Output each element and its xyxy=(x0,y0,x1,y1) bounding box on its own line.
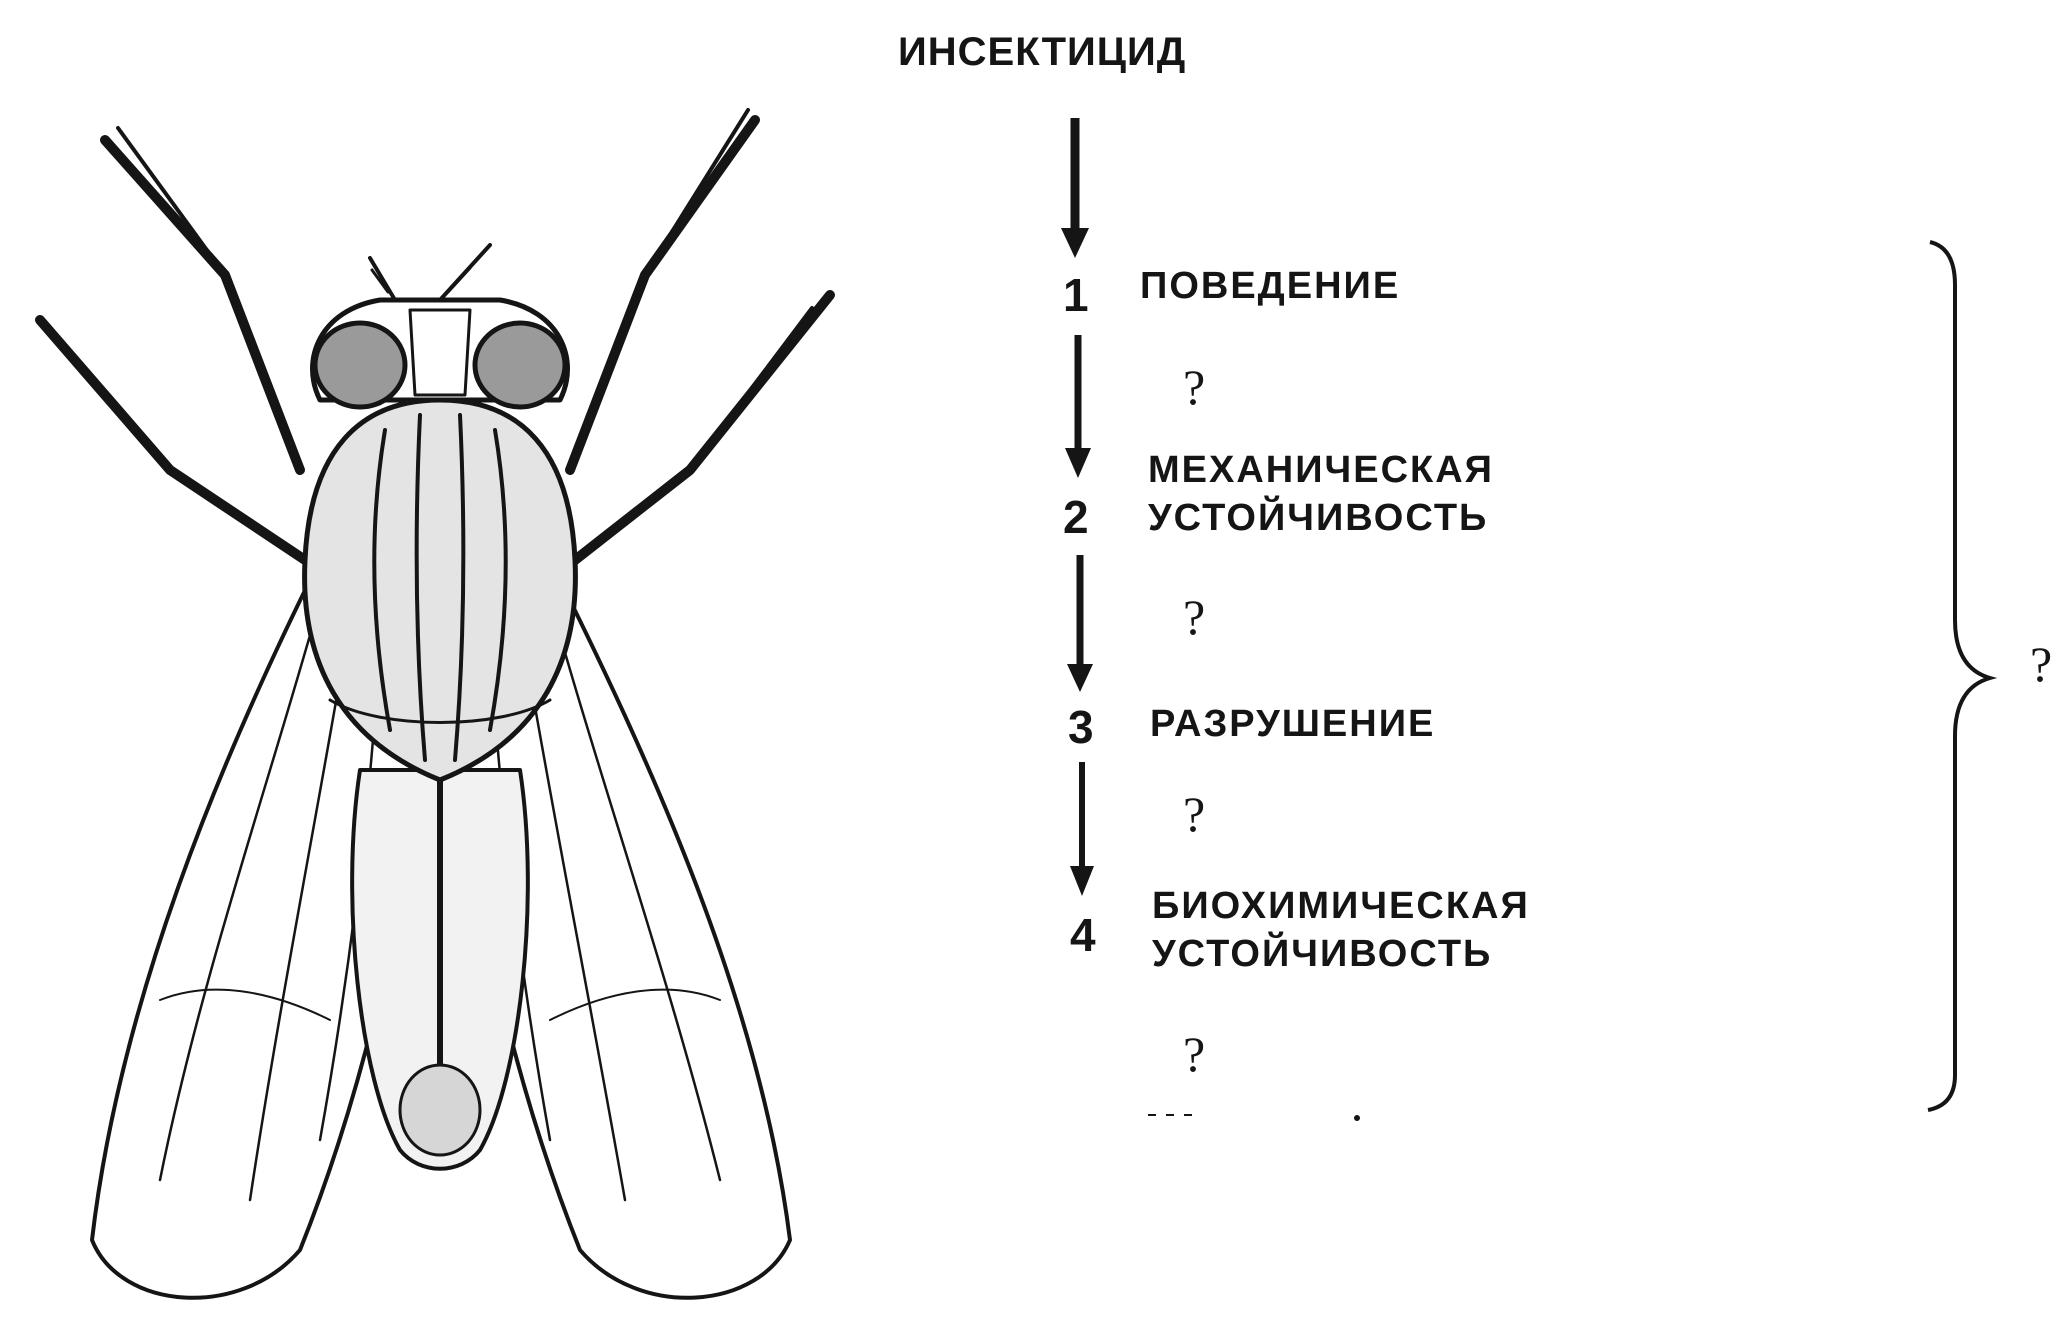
step-label-4-line-2: УСТОЙЧИВОСТЬ xyxy=(1152,932,1492,976)
step-number-4: 4 xyxy=(1070,908,1096,962)
dot-mark xyxy=(1354,1115,1360,1121)
step-label-3: РАЗРУШЕНИЕ xyxy=(1150,702,1435,746)
question-mark-3: ? xyxy=(1183,785,1205,843)
question-mark-4: ? xyxy=(1183,1025,1205,1083)
step-label-1: ПОВЕДЕНИЕ xyxy=(1140,264,1400,308)
step-label-2-line-2: УСТОЙЧИВОСТЬ xyxy=(1148,496,1488,540)
arrow-to-step-3 xyxy=(1067,555,1093,692)
step-label-2-line-1: МЕХАНИЧЕСКАЯ xyxy=(1148,448,1494,492)
question-mark-2: ? xyxy=(1183,588,1205,646)
step-number-2: 2 xyxy=(1063,490,1089,544)
step-label-4-line-1: БИОХИМИЧЕСКАЯ xyxy=(1152,884,1530,928)
arrow-to-step-4 xyxy=(1070,762,1094,896)
brace-question-mark: ? xyxy=(2030,635,2052,693)
step-number-1: 1 xyxy=(1063,268,1089,322)
question-mark-1: ? xyxy=(1183,358,1205,416)
arrow-to-step-1 xyxy=(1061,118,1089,258)
step-number-3: 3 xyxy=(1068,700,1094,754)
diagram-title: ИНСЕКТИЦИД xyxy=(898,30,1186,75)
arrow-to-step-2 xyxy=(1065,335,1091,478)
curly-brace xyxy=(1928,242,1990,1110)
